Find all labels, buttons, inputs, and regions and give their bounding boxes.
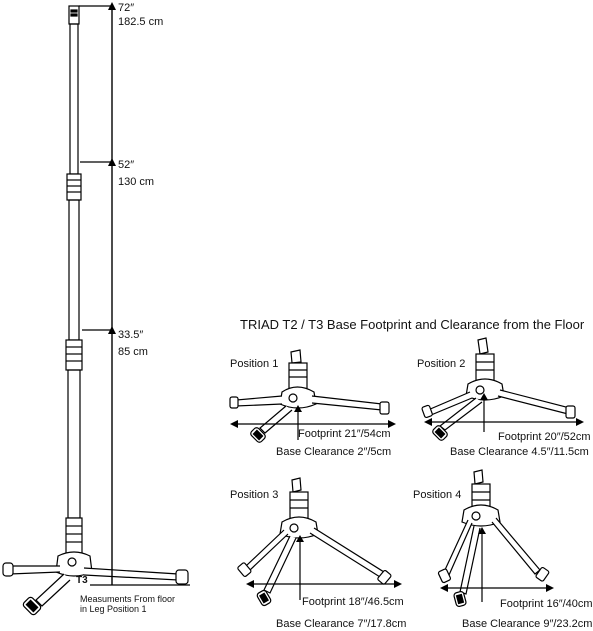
position-1-drawing [229, 349, 396, 443]
height-52-imperial: 52″ [118, 159, 135, 171]
position-3-drawing [237, 477, 402, 607]
position-1-clearance: Base Clearance 2″/5cm [276, 446, 392, 458]
position-4-label: Position 4 [413, 489, 462, 501]
position-1-footprint: Footprint 21″/54cm [298, 428, 391, 440]
position-2-label: Position 2 [417, 358, 466, 370]
stand-caption-line-1: Measuments From floor [80, 594, 176, 604]
height-33-metric: 85 cm [118, 346, 148, 358]
position-3-footprint: Footprint 18″/46.5cm [302, 596, 404, 608]
position-2-footprint: Footprint 20″/52cm [498, 431, 591, 443]
height-72-imperial: 72″ [118, 2, 135, 14]
position-1-label: Position 1 [230, 358, 279, 370]
position-4-clearance: Base Clearance 9″/23.2cm [462, 618, 593, 630]
height-measurement-lines [79, 2, 190, 586]
position-2-drawing [421, 337, 584, 441]
height-72-metric: 182.5 cm [118, 16, 164, 28]
position-2-clearance: Base Clearance 4.5″/11.5cm [450, 446, 589, 458]
position-3-label: Position 3 [230, 489, 279, 501]
height-33-imperial: 33.5″ [118, 329, 144, 341]
model-badge: T3 [76, 575, 88, 586]
position-4-footprint: Footprint 16″/40cm [500, 598, 593, 610]
footprint-panel-title: TRIAD T2 / T3 Base Footprint and Clearan… [240, 317, 585, 332]
stand-caption-line-2: in Leg Position 1 [80, 604, 147, 614]
microphone-stand-drawing [2, 5, 189, 616]
position-4-drawing [437, 469, 554, 607]
height-52-metric: 130 cm [118, 176, 155, 188]
position-3-clearance: Base Clearance 7″/17.8cm [276, 618, 407, 630]
